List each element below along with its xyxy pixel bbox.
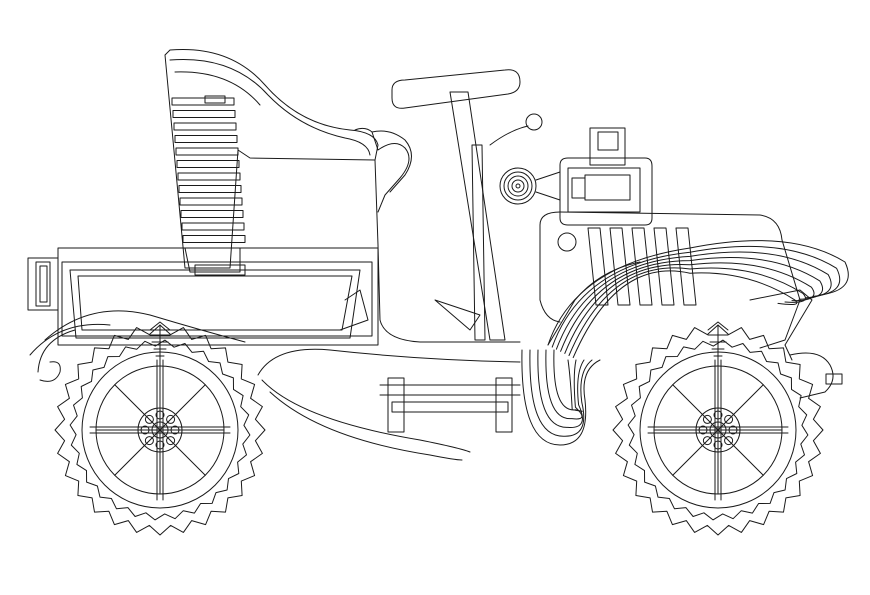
hub-bolt	[170, 425, 180, 435]
tire-tread	[54, 324, 266, 536]
front-spring	[707, 321, 729, 373]
rim-outer	[81, 351, 239, 509]
hub	[137, 407, 183, 453]
tire-inner-tread	[627, 339, 809, 521]
seat-slat	[171, 97, 235, 106]
car-body	[27, 247, 379, 346]
fender-contour	[560, 257, 824, 352]
hub-bolt	[713, 440, 723, 450]
hub-bolt	[144, 414, 154, 424]
hood-louvers	[587, 227, 697, 306]
hood	[539, 211, 813, 349]
seat-slat	[173, 122, 237, 131]
steering-column	[391, 69, 543, 341]
horn	[499, 167, 561, 205]
seat-armrest	[354, 127, 521, 343]
hub-center	[709, 421, 727, 439]
seat-slat	[174, 135, 238, 143]
fender-contour	[564, 262, 815, 354]
hub-bolt	[702, 436, 712, 446]
seat-slats	[171, 95, 246, 243]
hood-louver	[653, 227, 675, 306]
hub-bolt	[140, 425, 150, 435]
seat-slat	[177, 172, 241, 181]
seat-slat	[175, 147, 239, 156]
seat-slat	[178, 185, 242, 193]
hood-louver	[631, 227, 653, 306]
seat-slat	[180, 210, 244, 218]
hood-louver	[609, 227, 631, 306]
hub-bolt	[713, 410, 723, 420]
rear-wheel	[54, 324, 266, 536]
running-board	[29, 310, 521, 461]
seat-slat	[204, 95, 226, 104]
front-crank	[784, 344, 843, 399]
fender-contour	[572, 270, 798, 359]
hub-bolt	[702, 414, 712, 424]
hood-louver	[587, 227, 609, 306]
hub-bolt	[144, 436, 154, 446]
seat-back	[164, 48, 379, 276]
fender-skirt-contour	[529, 349, 593, 437]
hub-bolt	[724, 436, 734, 446]
hub-bolt	[724, 414, 734, 424]
hub	[695, 407, 741, 453]
hub-bolt	[166, 436, 176, 446]
fender-edge	[547, 261, 641, 346]
seat-slat	[172, 110, 236, 118]
hub-bolt	[166, 414, 176, 424]
tire-inner-tread	[69, 339, 251, 521]
rim-outer	[639, 351, 797, 509]
seat-slat	[179, 197, 243, 206]
hub-bolt	[728, 425, 738, 435]
seat-slat	[181, 222, 245, 231]
fender-skirt-contour	[521, 349, 601, 446]
hub-bolt	[698, 425, 708, 435]
seat-slat	[176, 160, 240, 168]
hub-bolt	[155, 410, 165, 420]
fender-skirt-contour	[553, 349, 583, 412]
headlamp-box	[559, 127, 653, 226]
fender-skirt-contour	[537, 349, 585, 428]
front-fender	[521, 240, 849, 446]
fender-contour	[551, 245, 841, 348]
hub-bolt	[155, 440, 165, 450]
hood-louver	[675, 227, 697, 306]
rear-spring	[149, 321, 171, 373]
seat-slat	[182, 235, 246, 243]
fender-skirt-contour	[545, 349, 583, 420]
tire-tread	[612, 324, 824, 536]
hub-center	[151, 421, 169, 439]
fender-contour	[555, 251, 832, 350]
front-wheel	[612, 324, 824, 536]
fender-contour	[568, 267, 806, 356]
